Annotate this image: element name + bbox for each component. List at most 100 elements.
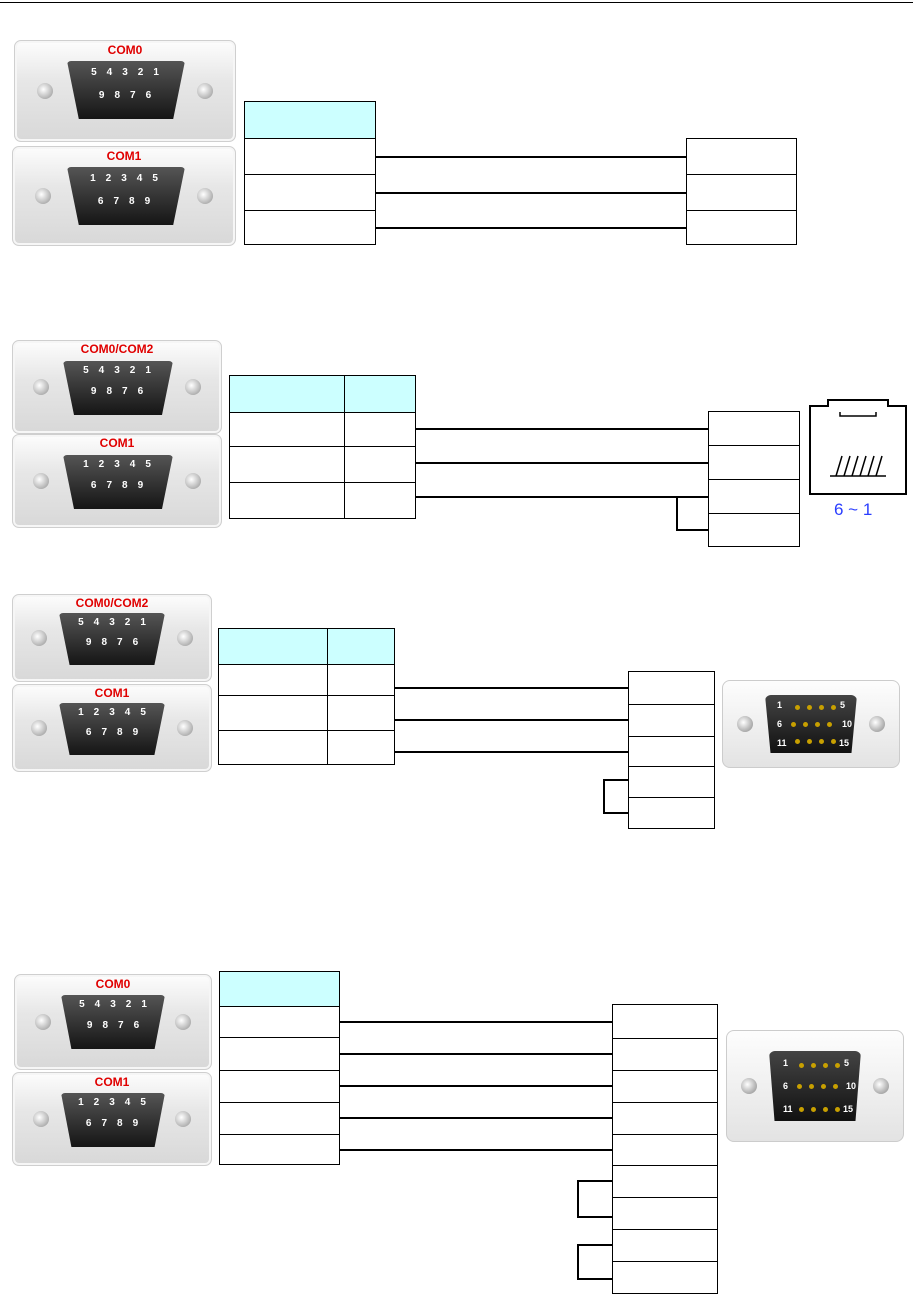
table-cell xyxy=(344,482,416,519)
connector-title: COM1 xyxy=(94,686,130,700)
table-cell xyxy=(219,1037,340,1071)
db9-shell-icon xyxy=(67,167,185,225)
screw-icon xyxy=(33,1111,49,1127)
rj-pin-range-label: 6 ~ 1 xyxy=(834,500,873,519)
screw-icon xyxy=(197,83,213,99)
connector-title: COM0 xyxy=(95,977,131,991)
table-cell xyxy=(612,1165,718,1198)
db9-shell-icon xyxy=(59,613,165,665)
db9-shell-icon xyxy=(63,455,173,509)
screw-icon xyxy=(737,716,753,732)
screw-icon xyxy=(35,188,51,204)
db9-shell-icon xyxy=(63,361,173,415)
table-cell xyxy=(612,1070,718,1103)
table-cell xyxy=(229,446,345,483)
db15-connector: 1 5 6 10 11 15 xyxy=(722,680,900,768)
table-cell xyxy=(327,664,395,696)
loopback-wire xyxy=(577,1180,612,1218)
pin-label: 10 xyxy=(842,719,853,729)
screw-icon xyxy=(35,1014,51,1030)
screw-icon xyxy=(873,1078,889,1094)
pin-label: 5 xyxy=(844,1058,850,1068)
pin-label: 5 xyxy=(840,700,846,710)
connector-title: COM1 xyxy=(106,149,142,163)
connector-title: COM1 xyxy=(94,1075,130,1089)
table-cell xyxy=(244,210,376,245)
loopback-wire xyxy=(676,496,708,531)
screw-icon xyxy=(33,379,49,395)
rj-jack-icon xyxy=(809,399,907,495)
screw-icon xyxy=(33,473,49,489)
pin-label: 15 xyxy=(839,738,850,748)
table-cell xyxy=(628,797,715,829)
pin-label: 6 xyxy=(777,719,783,729)
table-cell xyxy=(612,1229,718,1262)
table-cell xyxy=(219,1102,340,1135)
screw-icon xyxy=(185,379,201,395)
pin-label: 15 xyxy=(843,1104,854,1114)
screw-icon xyxy=(869,716,885,732)
db9-shell-icon xyxy=(67,61,185,119)
table-cell xyxy=(708,411,800,446)
table-header-cell xyxy=(229,375,345,413)
table-cell xyxy=(628,766,715,798)
table-cell xyxy=(229,482,345,519)
table-cell xyxy=(686,210,797,245)
screw-icon xyxy=(37,83,53,99)
table-cell xyxy=(612,1134,718,1166)
page-header-rule xyxy=(0,2,913,3)
table-cell xyxy=(344,446,416,483)
pin-label: 6 xyxy=(783,1081,789,1091)
db15-connector: 1 5 6 10 11 15 xyxy=(726,1030,904,1142)
table-cell xyxy=(612,1261,718,1294)
db9-shell-icon xyxy=(61,995,165,1049)
connector-title: COM1 xyxy=(99,436,135,450)
pin-label: 11 xyxy=(777,738,787,748)
screw-icon xyxy=(31,720,47,736)
table-cell xyxy=(628,736,715,767)
screw-icon xyxy=(197,188,213,204)
connector-title: COM0/COM2 xyxy=(75,596,149,610)
pin-label: 1 xyxy=(783,1058,789,1068)
db9-shell-icon xyxy=(61,1093,165,1147)
table-cell xyxy=(219,1070,340,1103)
table-cell xyxy=(708,513,800,547)
pin-label: 11 xyxy=(783,1104,793,1114)
screw-icon xyxy=(177,630,193,646)
pin-label: 10 xyxy=(846,1081,857,1091)
screw-icon xyxy=(31,630,47,646)
connector-title: COM0/COM2 xyxy=(80,342,154,356)
loopback-wire xyxy=(603,779,628,814)
screw-icon xyxy=(175,1014,191,1030)
table-cell xyxy=(612,1038,718,1071)
connector-title: COM0 xyxy=(107,43,143,57)
table-cell xyxy=(628,671,715,705)
table-header-cell xyxy=(327,628,395,665)
table-cell xyxy=(218,730,328,765)
table-cell xyxy=(219,1134,340,1165)
table-cell xyxy=(327,730,395,765)
pin-label: 1 xyxy=(777,700,783,710)
loopback-wire xyxy=(577,1244,612,1280)
screw-icon xyxy=(741,1078,757,1094)
